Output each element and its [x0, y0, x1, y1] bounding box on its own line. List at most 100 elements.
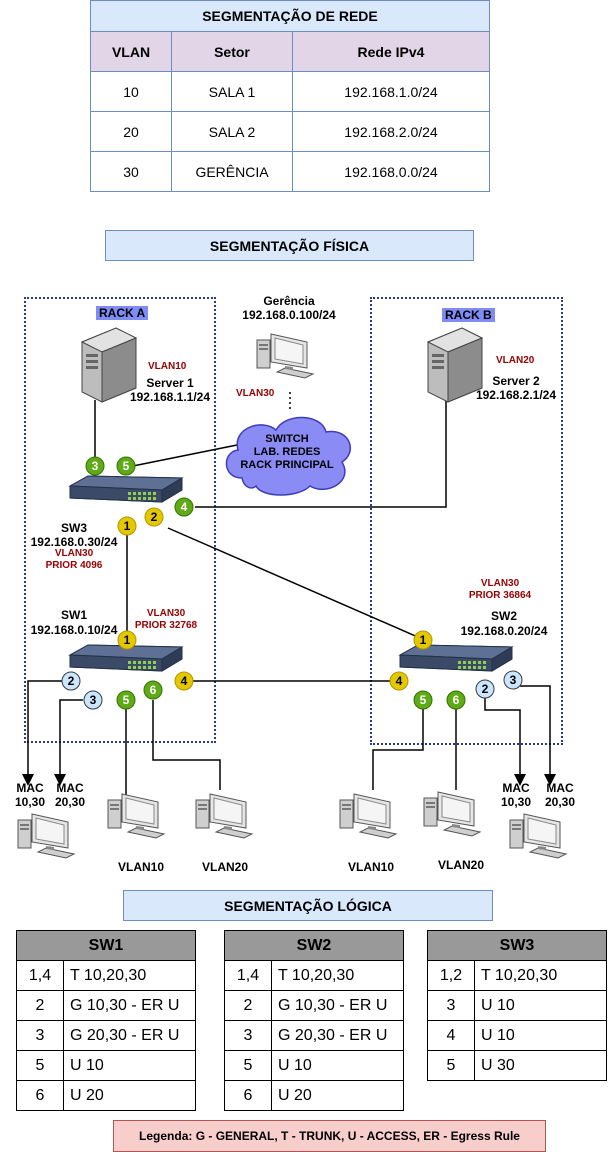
sw3-switch-icon [69, 475, 183, 503]
sw3-stp: VLAN30 PRIOR 4096 [30, 548, 118, 572]
mac-vlans: 10,30 [500, 795, 532, 809]
sw2-port-4: 4 [396, 674, 403, 688]
mac-text: MAC [502, 781, 530, 795]
rack-b-label: RACK B [442, 308, 495, 322]
port-cell: 6 [224, 1080, 272, 1111]
switch-lab-cloud [225, 416, 352, 496]
sw2-port-5: 5 [420, 693, 427, 707]
mode-cell: G 20,30 - ER U [63, 1020, 196, 1051]
cell-rede: 192.168.0.0/24 [292, 151, 490, 192]
port-cell: 3 [16, 1020, 64, 1051]
cell-rede: 192.168.2.0/24 [292, 111, 490, 152]
mac-label-sw1-port2: MAC 10,30 [12, 781, 48, 809]
sw3-port-5: 5 [123, 459, 130, 473]
sw1-label: SW1 192.168.0.10/24 [26, 608, 122, 638]
sw3-prior: PRIOR 4096 [45, 560, 103, 571]
sw2-table-title: SW2 [224, 930, 404, 961]
mac-pc-left-icon [17, 813, 75, 859]
port-cell: 5 [16, 1050, 64, 1081]
mac-label-sw2-port2: MAC 10,30 [498, 781, 534, 809]
sw2-name: SW2 [490, 609, 517, 623]
cloud-line-2: LAB. REDES [253, 446, 321, 458]
port-cell: 1,4 [224, 960, 272, 991]
sw2-vlan: VLAN30 [480, 578, 520, 589]
sw1-port-4: 4 [181, 674, 188, 688]
mode-cell: G 10,30 - ER U [63, 990, 196, 1021]
mode-cell: U 20 [271, 1080, 404, 1111]
gerencia-ip: 192.168.0.100/24 [242, 308, 336, 322]
server-1-label: Server 1 192.168.1.1/24 [128, 376, 212, 404]
cell-setor: SALA 1 [171, 71, 293, 112]
wires [22, 392, 556, 800]
server-1-vlan: VLAN10 [148, 361, 187, 372]
cloud-label: SWITCH LAB. REDES RACK PRINCIPAL [232, 433, 342, 472]
sw2-ip: 192.168.0.20/24 [460, 624, 548, 638]
mac-vlans: 20,30 [54, 795, 86, 809]
logical-segmentation-banner: SEGMENTAÇÃO LÓGICA [123, 890, 493, 921]
cell-setor: GERÊNCIA [171, 151, 293, 192]
sw1-port-6: 6 [150, 683, 157, 697]
pc-vlan10-left-label: VLAN10 [117, 860, 164, 874]
table-row: 10 SALA 1 192.168.1.0/24 [90, 71, 490, 112]
sw2-port-1: 1 [420, 633, 427, 647]
sw1-port-3: 3 [90, 693, 97, 707]
gerencia-vlan: VLAN30 [236, 388, 275, 399]
sw2-stp: VLAN30 PRIOR 36864 [464, 578, 536, 602]
mode-cell: U 10 [63, 1050, 196, 1081]
sw1-port-1: 1 [124, 633, 131, 647]
mode-cell: U 10 [271, 1050, 404, 1081]
mac-label-sw1-port3: MAC 20,30 [52, 781, 88, 809]
port-cell: 1,4 [16, 960, 64, 991]
sw3-port-2: 2 [151, 510, 158, 524]
mode-cell: G 10,30 - ER U [271, 990, 404, 1021]
sw3-port-1: 1 [124, 519, 131, 533]
network-segmentation-table: SEGMENTAÇÃO DE REDE VLAN Setor Rede IPv4… [90, 0, 490, 192]
port-cell: 2 [224, 990, 272, 1021]
port-cell: 1,2 [427, 960, 475, 991]
sw3-label: SW3 192.168.0.30/24 [28, 521, 120, 549]
server-2-vlan: VLAN20 [496, 355, 535, 366]
physical-segmentation-banner: SEGMENTAÇÃO FÍSICA [105, 230, 474, 261]
sw2-port-6: 6 [453, 693, 460, 707]
sw1-table-title: SW1 [16, 930, 196, 961]
mac-vlans: 10,30 [14, 795, 46, 809]
cloud-line-3: RACK PRINCIPAL [240, 459, 334, 471]
gerencia-label: Gerência 192.168.0.100/24 [230, 294, 348, 322]
cell-vlan: 20 [90, 111, 172, 152]
sw1-port-5: 5 [123, 693, 130, 707]
pc-vlan20-right-label: VLAN20 [437, 858, 484, 872]
sw2-prior: PRIOR 36864 [468, 590, 532, 601]
sw3-port-4: 4 [181, 500, 188, 514]
sw2-port-3: 3 [510, 673, 517, 687]
sw3-table-title: SW3 [427, 930, 607, 961]
port-cell: 3 [224, 1020, 272, 1051]
mac-pc-right-icon [509, 813, 567, 859]
sw1-port-2: 2 [68, 674, 75, 688]
pc-vlan10-right-label: VLAN10 [347, 860, 394, 874]
mode-cell: U 10 [474, 990, 607, 1021]
sw2-port-2: 2 [482, 682, 489, 696]
sw1-name: SW1 [60, 608, 87, 622]
cell-rede: 192.168.1.0/24 [292, 71, 490, 112]
vlan20-pc-right-icon [423, 791, 481, 837]
server-1-name: Server 1 [146, 376, 194, 390]
gerencia-name: Gerência [263, 294, 315, 308]
sw3-name: SW3 [60, 521, 87, 535]
cloud-line-1: SWITCH [265, 433, 309, 445]
mode-cell: U 30 [474, 1050, 607, 1081]
cell-setor: SALA 2 [171, 111, 293, 152]
col-header-rede: Rede IPv4 [292, 31, 490, 72]
port-cell: 2 [16, 990, 64, 1021]
mode-cell: T 10,20,30 [474, 960, 607, 991]
sw2-switch-icon [399, 644, 513, 672]
